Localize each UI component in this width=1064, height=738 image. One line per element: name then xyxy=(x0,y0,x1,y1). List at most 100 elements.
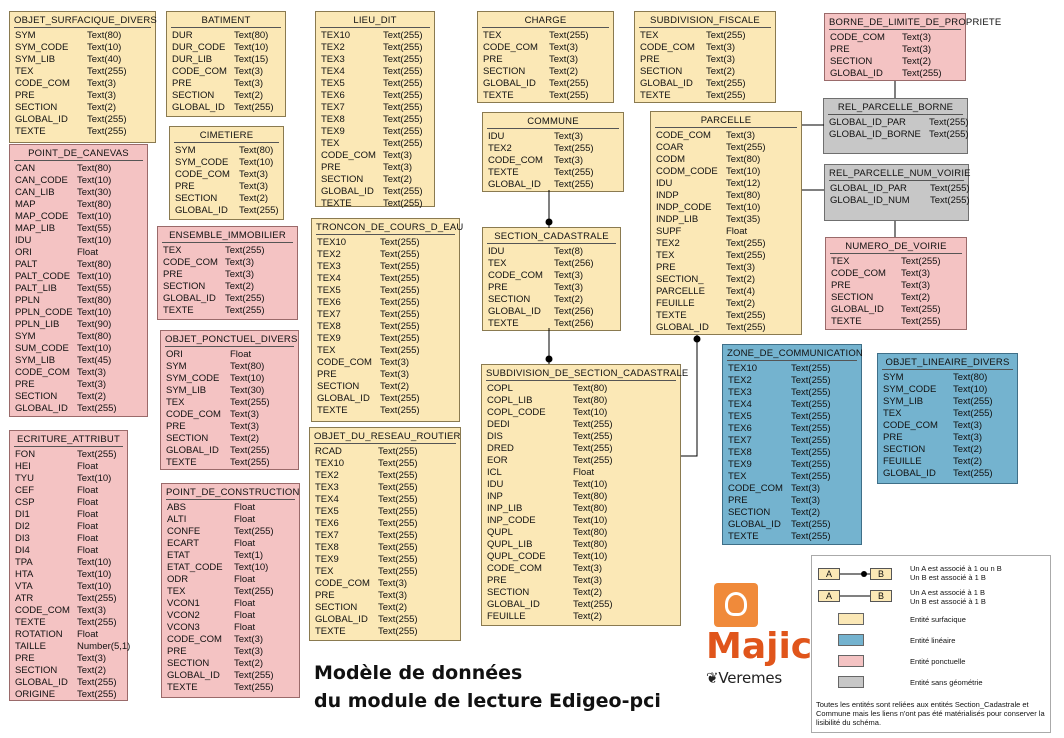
field-type: Text(80) xyxy=(726,154,761,165)
field-name: CODE_COM xyxy=(321,150,376,161)
entity-title: OBJET_PONCTUEL_DIVERS xyxy=(165,334,298,347)
field-type: Text(3) xyxy=(378,578,408,589)
field-name: PRE xyxy=(488,282,508,293)
field-name: GLOBAL_ID_PAR xyxy=(830,183,907,194)
field-name: TEX10 xyxy=(317,237,347,248)
field-type: Text(255) xyxy=(380,309,420,320)
entity-title: ZONE_DE_COMMUNICATION xyxy=(727,348,863,361)
legend-swatch-lineaire xyxy=(838,634,864,646)
entity-title: PARCELLE xyxy=(655,114,797,128)
field-type: Text(10) xyxy=(77,581,112,592)
field-name: SUPF xyxy=(656,226,682,237)
field-type: Text(3) xyxy=(230,421,260,432)
field-name: ECART xyxy=(167,538,200,549)
field-type: Text(255) xyxy=(383,138,423,149)
field-name: TEX3 xyxy=(315,482,339,493)
field-type: Float xyxy=(77,533,99,544)
field-name: PRE xyxy=(483,54,503,65)
field-type: Text(255) xyxy=(378,542,418,553)
field-type: Text(2) xyxy=(554,294,584,305)
field-type: Text(255) xyxy=(726,142,766,153)
field-name: TEX8 xyxy=(317,321,341,332)
field-name: PRE xyxy=(640,54,660,65)
field-name: TPA xyxy=(15,557,33,568)
field-type: Text(255) xyxy=(383,54,423,65)
field-name: CODM_CODE xyxy=(656,166,718,177)
field-type: Float xyxy=(234,502,256,513)
field-name: IDU xyxy=(15,235,32,246)
field-name: SYM_LIB xyxy=(15,54,56,65)
field-name: PRE xyxy=(831,280,851,291)
field-name: PRE xyxy=(728,495,748,506)
field-type: Text(10) xyxy=(573,515,608,526)
field-type: Text(10) xyxy=(953,384,988,395)
link-dot-section-subdivision xyxy=(545,355,553,363)
field-row: PRE Text(3) xyxy=(166,421,295,433)
field-name: PRE xyxy=(166,421,186,432)
field-name: TEX xyxy=(315,566,334,577)
field-type: Text(2) xyxy=(549,66,579,77)
field-name: CSP xyxy=(15,497,35,508)
field-name: GLOBAL_ID xyxy=(831,304,884,315)
field-name: TEX6 xyxy=(315,518,339,529)
field-type: Text(10) xyxy=(77,569,112,580)
field-name: TEX2 xyxy=(315,470,339,481)
field-name: COPL xyxy=(487,383,513,394)
field-type: Text(2) xyxy=(234,658,264,669)
field-name: SYM xyxy=(883,372,904,383)
field-type: Text(255) xyxy=(554,167,594,178)
field-type: Text(3) xyxy=(77,367,107,378)
field-type: Text(255) xyxy=(380,285,420,296)
field-type: Text(10) xyxy=(77,557,112,568)
field-name: SECTION xyxy=(15,102,58,113)
field-type: Text(255) xyxy=(230,397,270,408)
field-name: GLOBAL_ID xyxy=(656,322,709,333)
field-type: Text(80) xyxy=(77,259,112,270)
field-type: Text(255) xyxy=(378,566,418,577)
field-type: Text(1) xyxy=(234,550,264,561)
field-type: Text(10) xyxy=(77,343,112,354)
legend-note: Toutes les entités sont reliées aux enti… xyxy=(816,700,1045,727)
field-name: CODE_COM xyxy=(15,367,70,378)
field-type: Text(255) xyxy=(383,66,423,77)
link-dot-commune-section xyxy=(545,218,553,226)
field-type: Text(255) xyxy=(791,459,831,470)
field-name: SUM_CODE xyxy=(15,343,69,354)
field-name: SECTION xyxy=(317,381,360,392)
field-type: Text(255) xyxy=(791,387,831,398)
field-name: TEX2 xyxy=(656,238,680,249)
field-type: Text(255) xyxy=(230,457,270,468)
field-type: Text(255) xyxy=(378,470,418,481)
field-name: CODE_COM xyxy=(172,66,227,77)
